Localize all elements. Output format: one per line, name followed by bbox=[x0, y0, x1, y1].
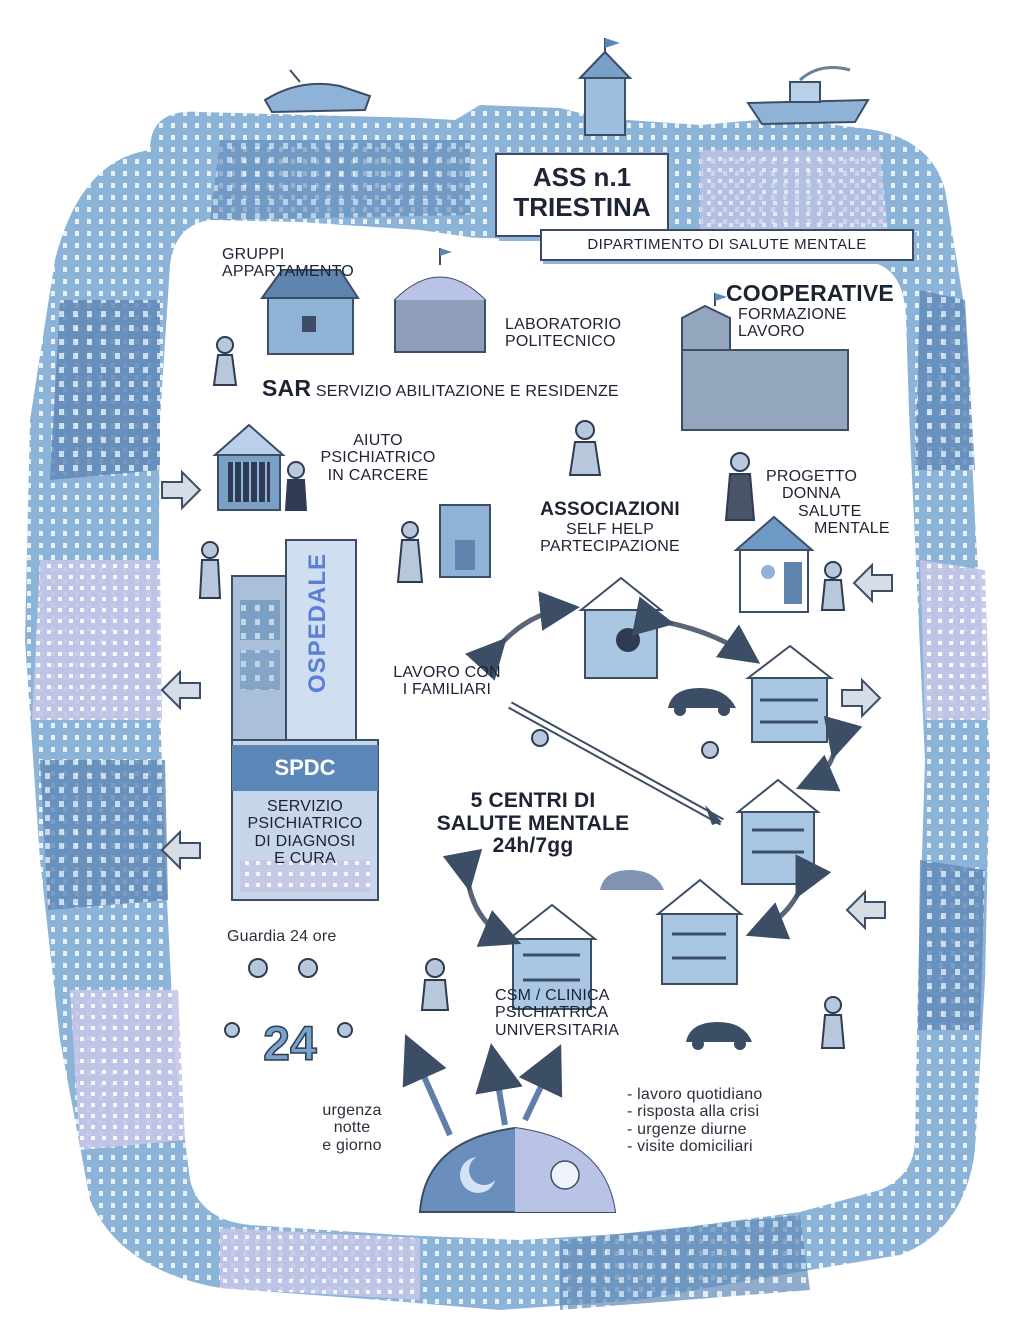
cycle-arrows bbox=[442, 591, 863, 947]
associazioni-label: ASSOCIAZIONI SELF HELP PARTECIPAZIONE bbox=[510, 499, 710, 555]
lavoro-line-1: LAVORO CON bbox=[393, 664, 501, 681]
house-icon bbox=[655, 878, 744, 985]
gruppi-line-1: GRUPPI bbox=[222, 246, 285, 263]
arrow-icon bbox=[160, 469, 893, 931]
cooperative-label: COOPERATIVE FORMAZIONE LAVORO bbox=[726, 281, 894, 340]
house-icon bbox=[439, 504, 491, 578]
urgenza-line-3: e giorno bbox=[322, 1136, 382, 1154]
tower-icon bbox=[577, 38, 633, 136]
city-frame bbox=[25, 105, 990, 1310]
title-line-2: TRIESTINA bbox=[513, 192, 651, 222]
guardia-24-sign: 24 bbox=[258, 1014, 322, 1074]
factory-icon bbox=[681, 293, 849, 431]
laboratorio-label: LABORATORIO POLITECNICO bbox=[505, 316, 621, 351]
csm-line-2: PSICHIATRICA bbox=[495, 1004, 609, 1022]
lavoro-line-2: I FAMILIARI bbox=[402, 681, 492, 699]
sar-full: SERVIZIO ABILITAZIONE E RESIDENZE bbox=[315, 383, 619, 400]
urgenza-line-2: notte bbox=[333, 1119, 371, 1137]
csm-line-1: CSM / CLINICA bbox=[495, 987, 610, 1004]
title-line-1: ASS n.1 bbox=[532, 162, 632, 192]
list-item: - urgenze diurne bbox=[627, 1120, 747, 1138]
progetto-line-2: DONNA bbox=[782, 485, 841, 503]
associazioni-line-2: PARTECIPAZIONE bbox=[540, 537, 680, 555]
list-item: - lavoro quotidiano bbox=[627, 1086, 763, 1103]
cooperative-title: COOPERATIVE bbox=[726, 280, 894, 306]
progetto-line-4: MENTALE bbox=[814, 519, 890, 537]
list-item: - visite domiciliari bbox=[627, 1137, 753, 1155]
spdc-abbrev: SPDC bbox=[274, 755, 336, 780]
sun-moon-icon bbox=[418, 1126, 617, 1213]
laboratorio-line-2: POLITECNICO bbox=[505, 333, 616, 351]
aiuto-line-2: PSICHIATRICO bbox=[320, 449, 436, 467]
house-icon bbox=[506, 903, 598, 1010]
spdc-label: SERVIZIO PSICHIATRICO DI DIAGNOSI E CURA bbox=[232, 798, 378, 867]
sar-label: SAR SERVIZIO ABILITAZIONE E RESIDENZE bbox=[262, 376, 619, 401]
prison-icon bbox=[212, 423, 286, 511]
aiuto-line-3: IN CARCERE bbox=[327, 466, 429, 484]
lavoro-familiari-label: LAVORO CON I FAMILIARI bbox=[382, 664, 512, 699]
associazioni-title: ASSOCIAZIONI bbox=[540, 499, 680, 520]
progetto-donna-label: PROGETTO DONNA SALUTE MENTALE bbox=[766, 468, 890, 537]
centri-line-3: 24h/7gg bbox=[492, 834, 574, 858]
car-icon bbox=[600, 688, 752, 1050]
spdc-line-1: SERVIZIO bbox=[267, 798, 343, 815]
attivita-list: - lavoro quotidiano - risposta alla cris… bbox=[627, 1086, 762, 1155]
guardia-label: Guardia 24 ore bbox=[227, 928, 337, 945]
progetto-line-1: PROGETTO bbox=[766, 468, 858, 485]
house-icon bbox=[260, 269, 360, 355]
house-icon bbox=[745, 644, 834, 743]
guardia-number: 24 bbox=[263, 1017, 318, 1072]
laboratorio-line-1: LABORATORIO bbox=[505, 316, 622, 333]
title-box: ASS n.1 TRIESTINA bbox=[495, 153, 669, 237]
ospedale-text: OSPEDALE bbox=[304, 552, 331, 694]
spdc-band: SPDC bbox=[232, 745, 378, 791]
tram-icon bbox=[263, 69, 372, 114]
cooperative-line-2: LAVORO bbox=[738, 323, 805, 341]
ospedale-label: OSPEDALE bbox=[296, 548, 340, 698]
person-icon bbox=[198, 336, 846, 1049]
spdc-line-3: DI DIAGNOSI bbox=[254, 832, 356, 850]
urgency-arrows bbox=[402, 1034, 563, 1137]
urgenza-label: urgenza notte e giorno bbox=[302, 1102, 402, 1154]
diagonal-arrow bbox=[508, 701, 724, 826]
centri-line-2: SALUTE MENTALE bbox=[436, 811, 630, 835]
gruppi-appartamento-label: GRUPPI APPARTAMENTO bbox=[222, 246, 354, 281]
department-label: DIPARTIMENTO DI SALUTE MENTALE bbox=[587, 236, 867, 253]
department-box: DIPARTIMENTO DI SALUTE MENTALE bbox=[540, 229, 914, 261]
spdc-line-4: E CURA bbox=[274, 849, 336, 867]
dome-icon bbox=[394, 248, 486, 353]
associazioni-line-1: SELF HELP bbox=[565, 520, 655, 538]
cooperative-line-1: FORMAZIONE bbox=[738, 305, 847, 323]
spdc-line-2: PSICHIATRICO bbox=[247, 815, 363, 833]
aiuto-line-1: AIUTO bbox=[353, 432, 403, 449]
aiuto-carcere-label: AIUTO PSICHIATRICO IN CARCERE bbox=[308, 432, 448, 484]
centri-label: 5 CENTRI DI SALUTE MENTALE 24h/7gg bbox=[408, 789, 658, 858]
csm-line-3: UNIVERSITARIA bbox=[495, 1021, 620, 1039]
gruppi-line-2: APPARTAMENTO bbox=[222, 263, 354, 281]
csm-label: CSM / CLINICA PSICHIATRICA UNIVERSITARIA bbox=[495, 987, 619, 1039]
house-icon bbox=[733, 515, 815, 613]
centri-line-1: 5 CENTRI DI bbox=[470, 789, 596, 812]
progetto-line-3: SALUTE bbox=[798, 502, 862, 520]
ship-icon bbox=[746, 66, 870, 126]
sar-abbrev: SAR bbox=[262, 375, 312, 401]
urgenza-line-1: urgenza bbox=[322, 1102, 382, 1119]
list-item: - risposta alla crisi bbox=[627, 1103, 760, 1121]
